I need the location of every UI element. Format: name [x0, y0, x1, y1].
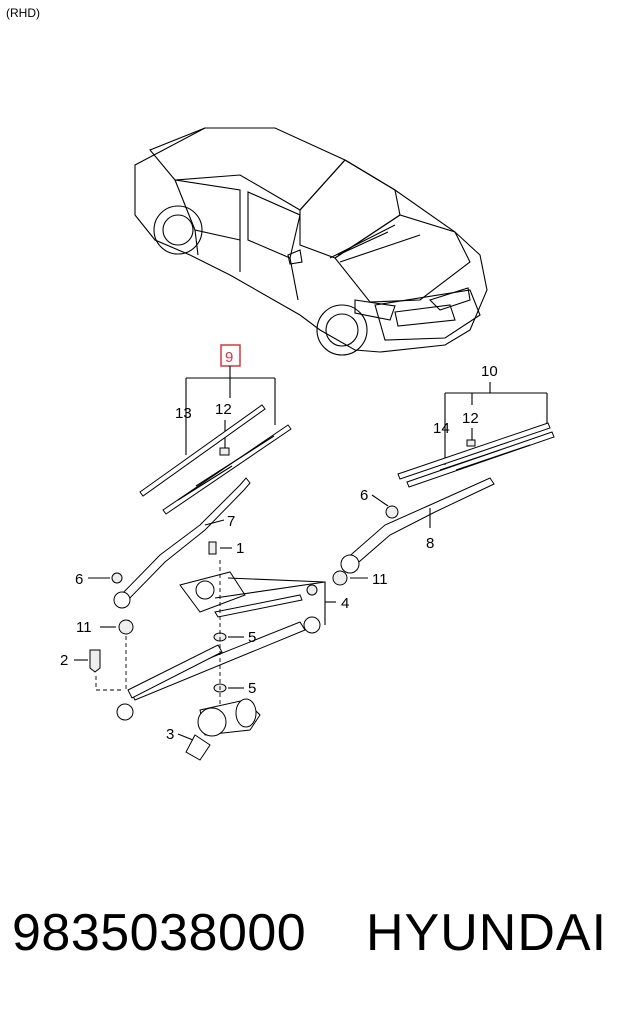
callout-10: 10	[481, 363, 498, 380]
callout-13: 13	[175, 405, 192, 422]
callout-11a: 11	[76, 619, 92, 636]
callout-6a: 6	[75, 571, 83, 588]
left-arm: 7 6	[75, 477, 251, 609]
callout-1: 1	[236, 540, 244, 557]
linkage: 4 5 5	[127, 560, 349, 720]
right-blade-assembly: 10 14 12	[397, 363, 555, 488]
right-arm: 8 6	[340, 477, 495, 574]
brand-name: HYUNDAI	[366, 904, 608, 962]
part-number: 9835038000	[12, 904, 307, 962]
callout-4: 4	[341, 595, 349, 612]
callout-14: 14	[433, 420, 450, 437]
callout-9: 9	[225, 349, 233, 366]
left-blade-assembly: 9 13 12	[139, 344, 292, 515]
callout-6b: 6	[360, 487, 368, 504]
callout-12b: 12	[462, 410, 479, 427]
fasteners: 1 11 11 2	[60, 540, 388, 691]
callout-3: 3	[166, 726, 174, 743]
callout-11b: 11	[372, 571, 388, 588]
car-illustration	[134, 127, 488, 356]
callout-5b: 5	[248, 680, 256, 697]
callout-7: 7	[227, 513, 235, 530]
callout-8: 8	[426, 535, 434, 552]
callout-5a: 5	[248, 629, 256, 646]
callout-12: 12	[215, 401, 232, 418]
variant-label: (RHD)	[6, 6, 40, 20]
callout-2: 2	[60, 652, 68, 669]
wiper-motor: 3	[116, 698, 261, 761]
